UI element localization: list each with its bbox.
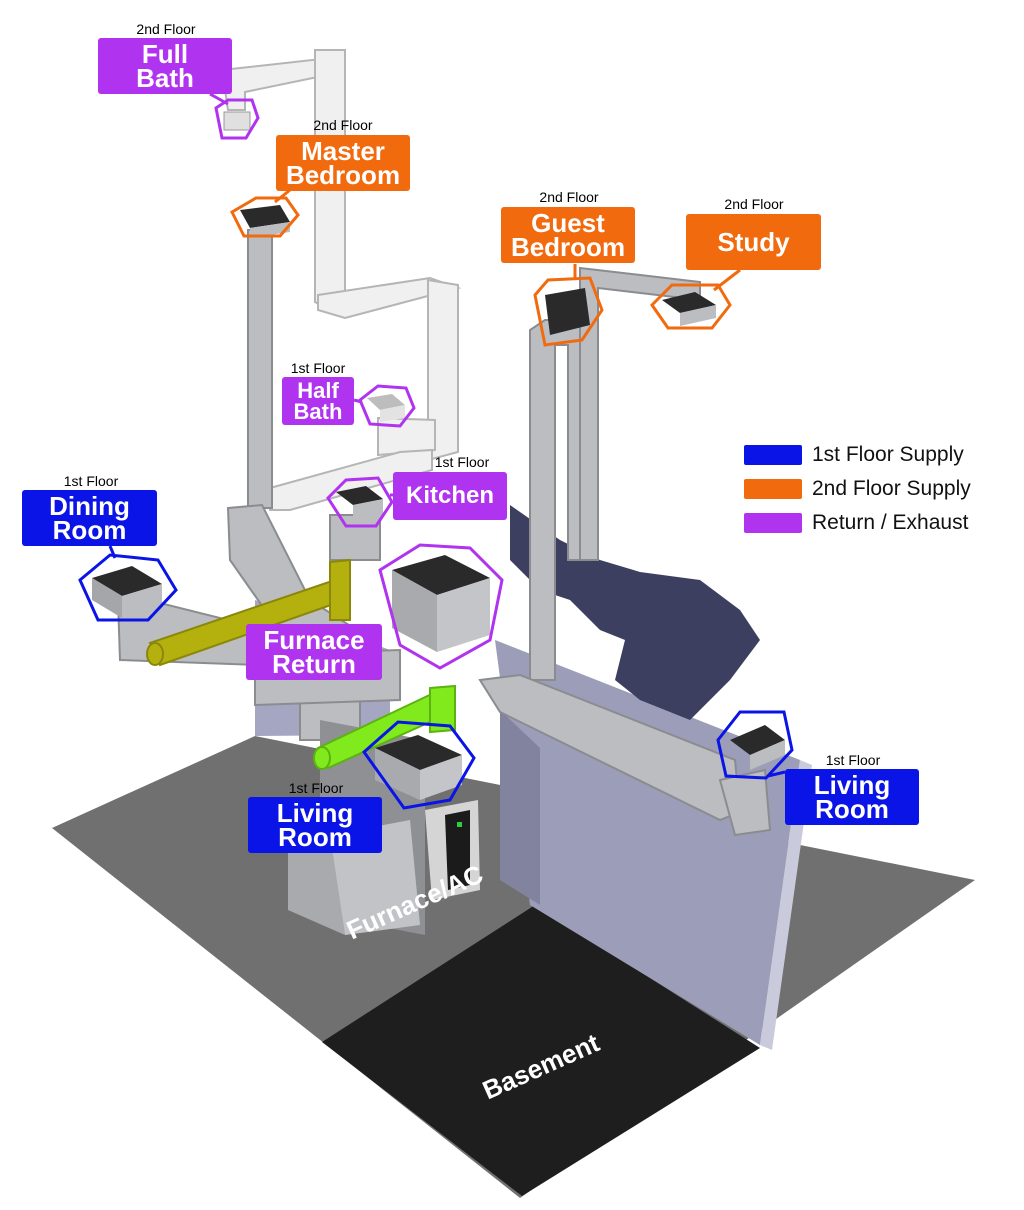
label-guest-bedroom-line1: Guest (531, 208, 605, 238)
legend-label-1st-floor-supply: 1st Floor Supply (812, 443, 964, 466)
label-study: Study (686, 214, 821, 270)
label-living-room-left: Living Room (248, 797, 382, 853)
leader-half-bath (353, 398, 363, 404)
label-furnace-return: Furnace Return (246, 624, 382, 680)
floor-label-kitchen: 1st Floor (434, 454, 490, 470)
hex-master-bedroom (230, 196, 300, 238)
floor-label-guest-bedroom: 2nd Floor (539, 189, 599, 205)
label-furnace-return-line2: Return (272, 649, 356, 679)
floor-label-living-room-left: 1st Floor (288, 780, 344, 796)
label-dining-room-line1: Dining (49, 491, 130, 521)
label-guest-bedroom: Guest Bedroom (501, 207, 635, 263)
label-living-room-right: Living Room (785, 769, 919, 825)
label-living-room-left-line2: Room (278, 822, 352, 852)
label-full-bath: Full Bath (98, 38, 232, 94)
leader-master-bedroom (274, 188, 291, 204)
hex-living-room-left (361, 720, 476, 810)
floor-label-dining-room: 1st Floor (63, 473, 119, 489)
label-master-bedroom-line2: Bedroom (285, 160, 401, 190)
supply-duct-grey (116, 229, 772, 837)
hex-full-bath (214, 98, 260, 140)
legend-label-return-exhaust: Return / Exhaust (812, 511, 969, 534)
hex-study (650, 283, 732, 330)
vent-half-bath (367, 394, 405, 422)
label-half-bath-line1: Half (297, 378, 339, 403)
hex-guest-bedroom (533, 276, 604, 347)
vent-kitchen (336, 486, 383, 524)
hex-dining-room (78, 553, 178, 622)
floor-label-living-room-right: 1st Floor (825, 752, 881, 768)
hex-half-bath (358, 384, 416, 428)
vent-dining-room (92, 566, 162, 618)
exhaust-duct-white (220, 49, 462, 511)
label-furnace-return-line1: Furnace (263, 625, 365, 655)
wall-right-edge (760, 760, 812, 1050)
floor-label-full-bath: 2nd Floor (136, 21, 196, 37)
label-full-bath-line1: Full (141, 39, 189, 69)
legend-swatch-1st-floor-supply (744, 445, 802, 465)
leader-living-room-right (767, 770, 786, 778)
vent-living-room-left (375, 735, 462, 800)
leader-study (713, 268, 741, 292)
legend-item-2nd-floor-supply: 2nd Floor Supply (744, 472, 1004, 506)
supply-pipe (313, 684, 456, 770)
legend-swatch-return-exhaust (744, 513, 802, 533)
leader-dining-room (108, 545, 117, 559)
label-dining-room-line2: Room (52, 515, 127, 545)
vent-full-bath (223, 111, 251, 131)
legend-swatch-2nd-floor-supply (744, 479, 802, 499)
wall-left-face (500, 710, 540, 905)
label-living-room-right-line2: Room (815, 794, 889, 824)
vent-living-room-right (730, 725, 785, 770)
return-pipe (146, 558, 351, 667)
label-study-line1: Study (717, 227, 790, 257)
label-full-bath-line2: Bath (136, 63, 194, 93)
floor-label-master-bedroom: 2nd Floor (313, 117, 373, 133)
label-living-room-right-line1: Living (813, 770, 891, 800)
leader-full-bath (209, 92, 229, 106)
vent-master-bedroom (240, 205, 290, 238)
legend-item-1st-floor-supply: 1st Floor Supply (744, 438, 1004, 472)
hex-furnace-return (378, 543, 504, 670)
legend-label-2nd-floor-supply: 2nd Floor Supply (812, 477, 971, 500)
floor-label-study: 2nd Floor (724, 196, 784, 212)
label-master-bedroom: Master Bedroom (276, 135, 410, 191)
basement-area (322, 905, 760, 1196)
label-kitchen: Kitchen (393, 472, 507, 520)
label-half-bath-line2: Bath (293, 399, 343, 424)
vent-furnace-return (392, 555, 490, 652)
label-half-bath: Half Bath (282, 377, 354, 425)
label-dining-room: Dining Room (22, 490, 157, 546)
label-living-room-left-line1: Living (276, 798, 354, 828)
legend: 1st Floor Supply 2nd Floor Supply Return… (744, 438, 1004, 540)
floor-label-half-bath: 1st Floor (290, 360, 346, 376)
label-kitchen-line1: Kitchen (405, 482, 494, 509)
hex-kitchen (326, 476, 394, 528)
vent-guest-bedroom (545, 288, 590, 335)
label-guest-bedroom-line2: Bedroom (510, 232, 626, 262)
legend-item-return-exhaust: Return / Exhaust (744, 506, 1004, 540)
vent-study (662, 292, 716, 326)
label-master-bedroom-line1: Master (301, 136, 385, 166)
hex-living-room-right (716, 710, 794, 780)
